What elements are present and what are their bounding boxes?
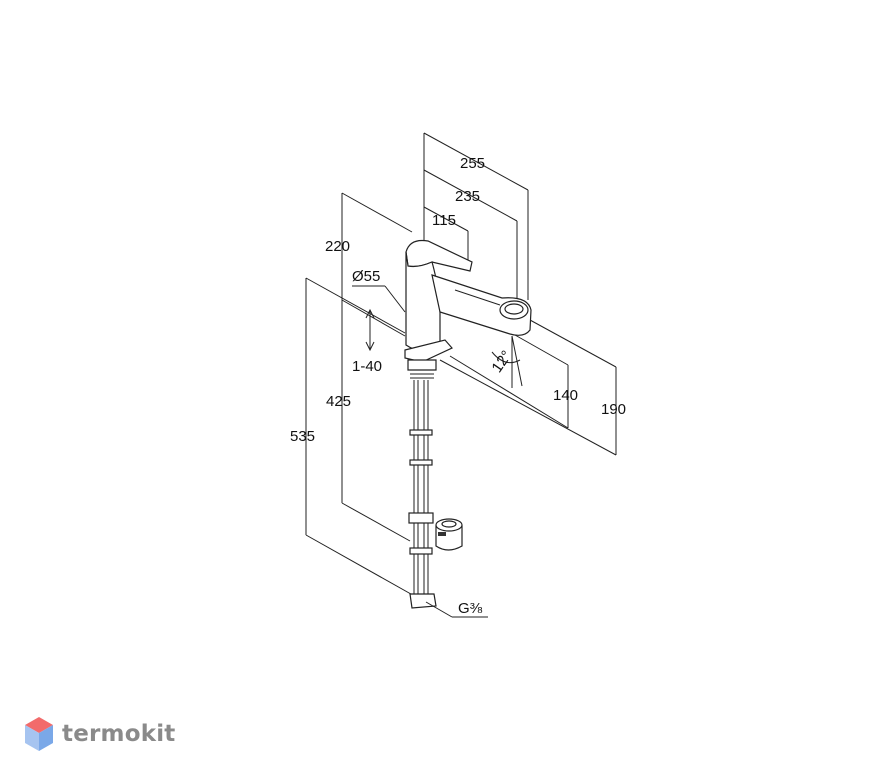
- termokit-logo: termokit: [24, 716, 175, 752]
- dim-diameter-55: Ø55: [352, 268, 406, 313]
- hose-weight: [435, 518, 463, 551]
- dim-1-40: 1-40: [352, 308, 382, 375]
- termokit-logo-text: termokit: [62, 721, 176, 747]
- dim-115-label: 115: [432, 212, 456, 229]
- termokit-hexagon-icon: [25, 717, 53, 751]
- dim-140-label: 140: [553, 387, 578, 404]
- base-plate: [404, 339, 453, 363]
- dim-255: 255: [423, 132, 529, 300]
- dim-12-label: 12°: [489, 348, 516, 376]
- dim-190-label: 190: [601, 401, 626, 418]
- thread-label: G⅜: [458, 600, 483, 617]
- dim-220: 220: [325, 192, 413, 300]
- faucet-body: [404, 239, 532, 379]
- dim-255-label: 255: [460, 155, 485, 172]
- dim-190: 190: [439, 319, 626, 456]
- dim-535-label: 535: [290, 428, 315, 445]
- dim-235-label: 235: [455, 188, 480, 205]
- supply-hoses: [408, 380, 437, 609]
- dim-115: 115: [423, 206, 469, 262]
- faucet-column: [405, 251, 441, 352]
- dim-220-label: 220: [325, 238, 350, 255]
- dim-425-label: 425: [326, 393, 351, 410]
- dim-535: 535: [290, 277, 419, 599]
- dim-140: 140: [449, 334, 578, 429]
- dim-thread: G⅜: [425, 600, 488, 618]
- dim-425: 425: [326, 299, 411, 542]
- dim-angle-12: 12°: [489, 335, 523, 388]
- dim-1-40-label: 1-40: [352, 358, 382, 375]
- dim-55-label: Ø55: [352, 268, 380, 285]
- dim-235: 235: [423, 169, 518, 300]
